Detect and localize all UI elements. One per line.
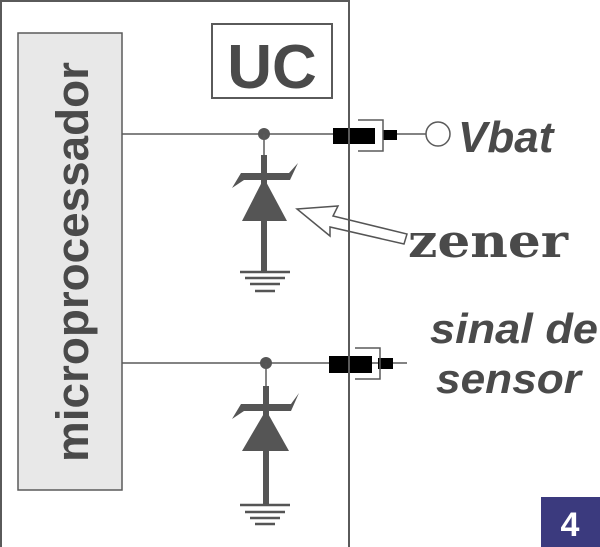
ground-icon bbox=[240, 503, 290, 526]
unit-label-box bbox=[211, 23, 333, 99]
terminal-circle bbox=[425, 121, 451, 147]
microprocessor-label: microprocessador bbox=[47, 62, 98, 462]
zener-diode-symbol bbox=[232, 155, 298, 273]
connector-pin-sensor bbox=[329, 347, 393, 380]
sensor-signal-label-line2: sensor bbox=[436, 355, 584, 402]
zener-label: zener bbox=[408, 214, 569, 268]
arrow-icon bbox=[295, 205, 408, 245]
figure-number: 4 bbox=[561, 506, 580, 544]
zener-diode-symbol bbox=[232, 386, 299, 505]
vbat-label: Vbat bbox=[458, 113, 556, 162]
unit-label: UC bbox=[227, 33, 317, 102]
microprocessor-block bbox=[17, 32, 123, 491]
figure-number-badge bbox=[541, 497, 600, 547]
connector-pin-vbat bbox=[333, 119, 451, 152]
sensor-signal-label-line1: sinal de bbox=[430, 305, 598, 352]
supply-circuit bbox=[122, 119, 451, 293]
sensor-circuit bbox=[122, 347, 407, 526]
ground-icon bbox=[240, 270, 290, 293]
